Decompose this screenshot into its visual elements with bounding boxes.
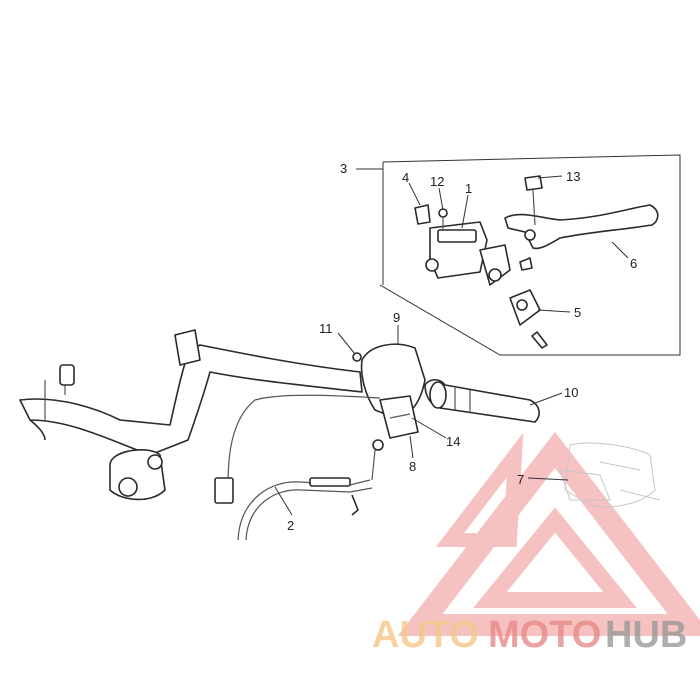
callout-9: 9 [393, 310, 400, 325]
callout-3: 3 [340, 161, 347, 176]
switch-housing [352, 343, 426, 439]
handlebar [19, 329, 363, 501]
watermark-logo [397, 431, 700, 636]
brake-lever [504, 175, 659, 250]
callout-10: 10 [564, 385, 578, 400]
callout-6: 6 [630, 256, 637, 271]
master-cylinder [414, 204, 548, 349]
callout-1: 1 [465, 181, 472, 196]
callout-13: 13 [566, 169, 580, 184]
callout-14: 14 [446, 434, 460, 449]
callout-8: 8 [409, 459, 416, 474]
assembly-box [379, 154, 681, 356]
cables [214, 394, 384, 541]
callout-12: 12 [430, 174, 444, 189]
callout-7: 7 [517, 472, 524, 487]
watermark-auto: AUTO [372, 614, 479, 656]
watermark-text: AUTO MOTO HUB [372, 614, 687, 656]
watermark-hub: HUB [605, 614, 687, 656]
watermark-triangle-inner [473, 507, 637, 608]
watermark-triangle-left [435, 432, 524, 547]
callout-5: 5 [574, 305, 581, 320]
leader-lines [274, 168, 629, 516]
callout-2: 2 [287, 518, 294, 533]
callout-labels: 1 2 3 4 5 6 7 8 9 10 11 12 13 14 [287, 161, 637, 533]
watermark-moto: MOTO [488, 614, 601, 656]
callout-11: 11 [319, 321, 333, 336]
switch-detail-faint [559, 442, 661, 508]
callout-4: 4 [402, 170, 409, 185]
grip [424, 378, 540, 423]
